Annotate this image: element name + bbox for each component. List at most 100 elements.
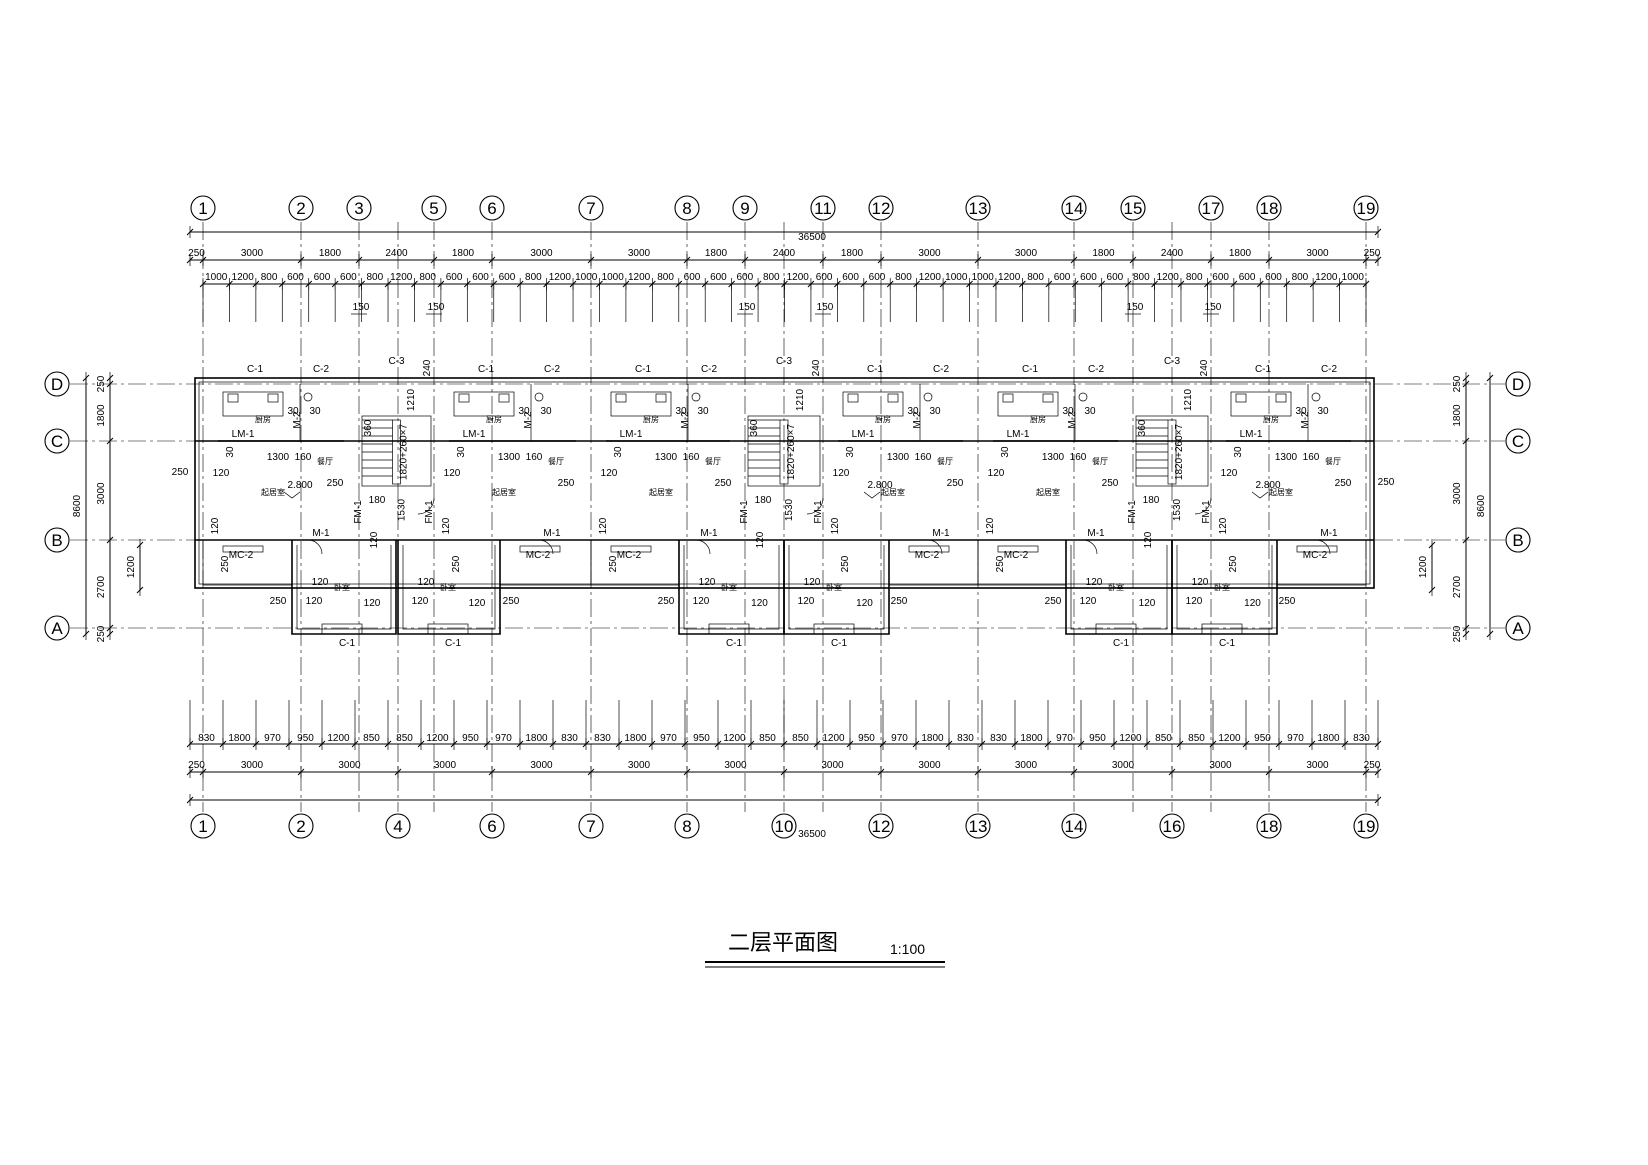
dimension-top-1: 1800 [452, 248, 475, 259]
axis-bubble-bottom [868, 813, 894, 839]
dimension-top-1: 1800 [841, 248, 864, 259]
axis-bubble-left [44, 428, 70, 454]
dimension-bottom-2: 3000 [530, 760, 553, 771]
axis-label-bottom: 8 [682, 817, 691, 836]
door-swing [806, 497, 824, 515]
dimension-top-2: 600 [1054, 272, 1071, 283]
axis-bubble-top [346, 195, 372, 221]
kitchen-counter [222, 391, 284, 417]
dimension-top-2: 800 [1133, 272, 1150, 283]
window-c1-south [1201, 623, 1243, 635]
room-living: 起居室 [1036, 487, 1060, 497]
dimension-top-1: 2400 [385, 248, 408, 259]
label-door-fm1: FM-1 [1201, 500, 1212, 524]
label-door-m2: M-2 [1067, 411, 1078, 429]
dimension-bottom-1: 970 [891, 733, 908, 744]
label-120: 120 [699, 577, 716, 588]
dimension-bottom-1: 950 [693, 733, 710, 744]
dimension-top-2: 600 [499, 272, 516, 283]
bedroom-projection-inner [1070, 545, 1168, 630]
axis-bubble-bottom [1256, 813, 1282, 839]
label-120: 120 [755, 531, 766, 548]
axis-bubble-top [1061, 195, 1087, 221]
balcony-zone [590, 539, 680, 586]
dimension-top-2: 1200 [549, 272, 572, 283]
label-door-fm1: FM-1 [813, 500, 824, 524]
axis-bubble-right [1505, 371, 1531, 397]
label-window-c3: C-3 [1164, 356, 1181, 367]
label-window-c2: C-2 [1088, 364, 1105, 375]
label-360: 360 [1137, 419, 1148, 436]
dimension-bottom-1: 830 [1353, 733, 1370, 744]
label-120: 120 [444, 468, 461, 479]
room-kitchen: 厨房 [643, 414, 659, 424]
dimension-top-1: 3000 [628, 248, 651, 259]
dimension-top-1: 1800 [1092, 248, 1115, 259]
label-1300: 1300 [655, 452, 678, 463]
axis-label-bottom: 14 [1065, 817, 1084, 836]
label-window-c2: C-2 [1321, 364, 1338, 375]
dimension-bottom-1: 950 [297, 733, 314, 744]
dimension-top-2: 600 [1212, 272, 1229, 283]
dimension-bottom-1: 1200 [822, 733, 845, 744]
dimension-left: 250 [96, 625, 107, 642]
dimension-top-2: 800 [1027, 272, 1044, 283]
axis-label-right: A [1512, 619, 1524, 638]
dimension-bottom-2: 250 [188, 760, 205, 771]
axis-bubble-top [190, 195, 216, 221]
window-c1-south [427, 623, 469, 635]
dimension-bottom-2: 250 [1364, 760, 1381, 771]
axis-bubble-left [44, 371, 70, 397]
axis-label-bottom: 12 [872, 817, 891, 836]
axis-bubble-bottom [771, 813, 797, 839]
label-1210: 1210 [1183, 388, 1194, 411]
label-elevation: 2.800 [287, 480, 312, 491]
label-window-c1: C-1 [867, 364, 884, 375]
label-120: 120 [441, 517, 452, 534]
room-kitchen: 厨房 [1030, 414, 1046, 424]
dimension-bottom-1: 830 [990, 733, 1007, 744]
label-1300: 1300 [498, 452, 521, 463]
toilet-icon [691, 392, 701, 402]
label-stair-dim: 1820+260×7 [786, 423, 797, 480]
label-120: 120 [751, 598, 768, 609]
label-1210: 1210 [795, 388, 806, 411]
sink-icon [227, 393, 239, 403]
label-window-c1: C-1 [635, 364, 652, 375]
balcony-zone [888, 539, 979, 586]
dimension-top-2: 1000 [205, 272, 228, 283]
axis-label-left: C [51, 432, 63, 451]
label-120: 120 [469, 598, 486, 609]
axis-bubble-top [732, 195, 758, 221]
bedroom-projection-inner [788, 545, 885, 630]
label-160: 160 [683, 452, 700, 463]
dimension-top-1: 1800 [319, 248, 342, 259]
dimension-top-2: 800 [1186, 272, 1203, 283]
room-bedroom: 卧室 [721, 582, 737, 592]
axis-bubble-bottom [1159, 813, 1185, 839]
dimension-bottom-1: 830 [594, 733, 611, 744]
dimension-bottom-2: 3000 [1015, 760, 1038, 771]
dimension-top-2: 600 [842, 272, 859, 283]
axis-label-left: B [51, 531, 62, 550]
label-door-m2: M-2 [680, 411, 691, 429]
dimension-bottom-1: 970 [495, 733, 512, 744]
label-door-lm1: LM-1 [1007, 429, 1030, 440]
overall-dimension-top: 36500 [798, 232, 826, 243]
dimension-offset-150: 150 [1127, 302, 1144, 313]
dimension-top-2: 600 [1239, 272, 1256, 283]
axis-label-top: 17 [1202, 199, 1221, 218]
axis-label-right: D [1512, 375, 1524, 394]
label-250: 250 [451, 555, 462, 572]
dimension-left: 3000 [96, 482, 107, 505]
label-120: 120 [601, 468, 618, 479]
label-window-c3: C-3 [776, 356, 793, 367]
dimension-top-2: 600 [816, 272, 833, 283]
door-mc2 [997, 545, 1039, 553]
toilet-icon [534, 392, 544, 402]
axis-label-top: 9 [740, 199, 749, 218]
axis-bubble-left [44, 615, 70, 641]
dimension-top-2: 800 [261, 272, 278, 283]
dimension-top-2: 1200 [232, 272, 255, 283]
door-swing [1315, 539, 1331, 555]
